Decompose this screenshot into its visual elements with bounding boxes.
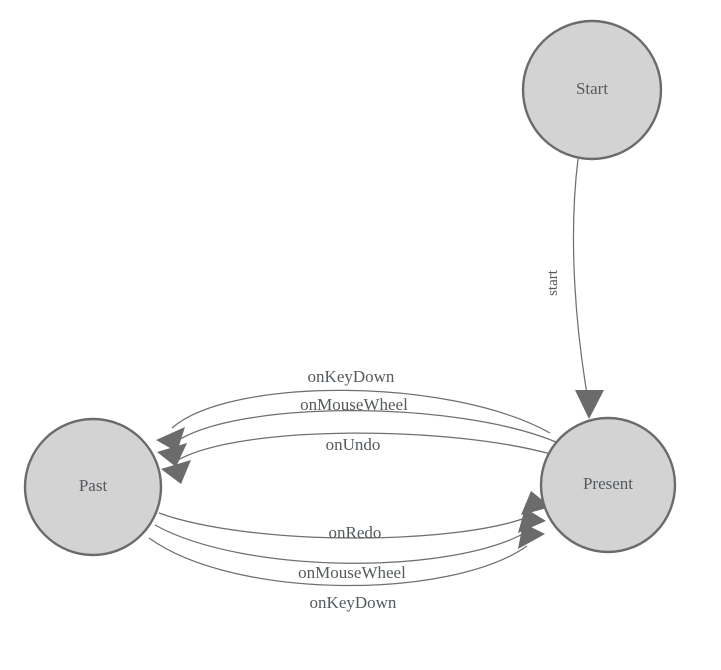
node-past-circle [23,417,163,557]
edge-onkeydown-up-path [171,389,551,434]
edge-onredo-past-to-present[interactable]: onRedo [158,491,551,542]
edge-onundo-present-to-past[interactable]: onUndo [161,432,555,484]
edge-onundo-arrowhead [161,460,191,484]
node-present[interactable]: Present [539,416,677,554]
edge-onmousewheel-dn-label: onMouseWheel [298,563,406,582]
edge-start-path [572,158,589,401]
edge-onmousewheel-present-to-past[interactable]: onMouseWheel [157,395,557,467]
edge-onmousewheel-up-path [173,410,557,444]
edge-onundo-label: onUndo [326,435,381,454]
edge-onkeydown-present-to-past[interactable]: onKeyDown [156,367,551,452]
node-start[interactable]: Start [521,19,663,161]
edge-onmousewheel-dn-path [154,524,529,564]
edge-onkeydown-up-label: onKeyDown [308,367,395,386]
edge-onkeydown-past-to-present[interactable]: onKeyDown [148,523,545,612]
edge-onredo-path [158,512,534,539]
edge-onredo-arrowhead [521,491,551,515]
node-past-label: Past [79,476,108,495]
edge-onmousewheel-up-label: onMouseWheel [300,395,408,414]
edge-onkeydown-dn-path [148,537,528,587]
edge-onundo-path [177,432,555,461]
edge-start-label: start [545,269,561,296]
edge-onkeydown-dn-arrowhead [518,523,545,549]
node-past[interactable]: Past [23,417,163,557]
node-present-circle [539,416,677,554]
edge-start-arrowhead [575,390,604,419]
edge-start[interactable]: start [545,158,604,419]
node-start-label: Start [576,79,608,98]
edge-onkeydown-dn-label: onKeyDown [310,593,397,612]
edge-onkeydown-up-arrowhead [156,427,185,452]
edge-onmousewheel-up-arrowhead [157,443,187,467]
node-start-circle [521,19,663,161]
edge-onmousewheel-past-to-present[interactable]: onMouseWheel [154,508,546,582]
node-present-label: Present [583,474,633,493]
edge-onredo-label: onRedo [329,523,382,542]
